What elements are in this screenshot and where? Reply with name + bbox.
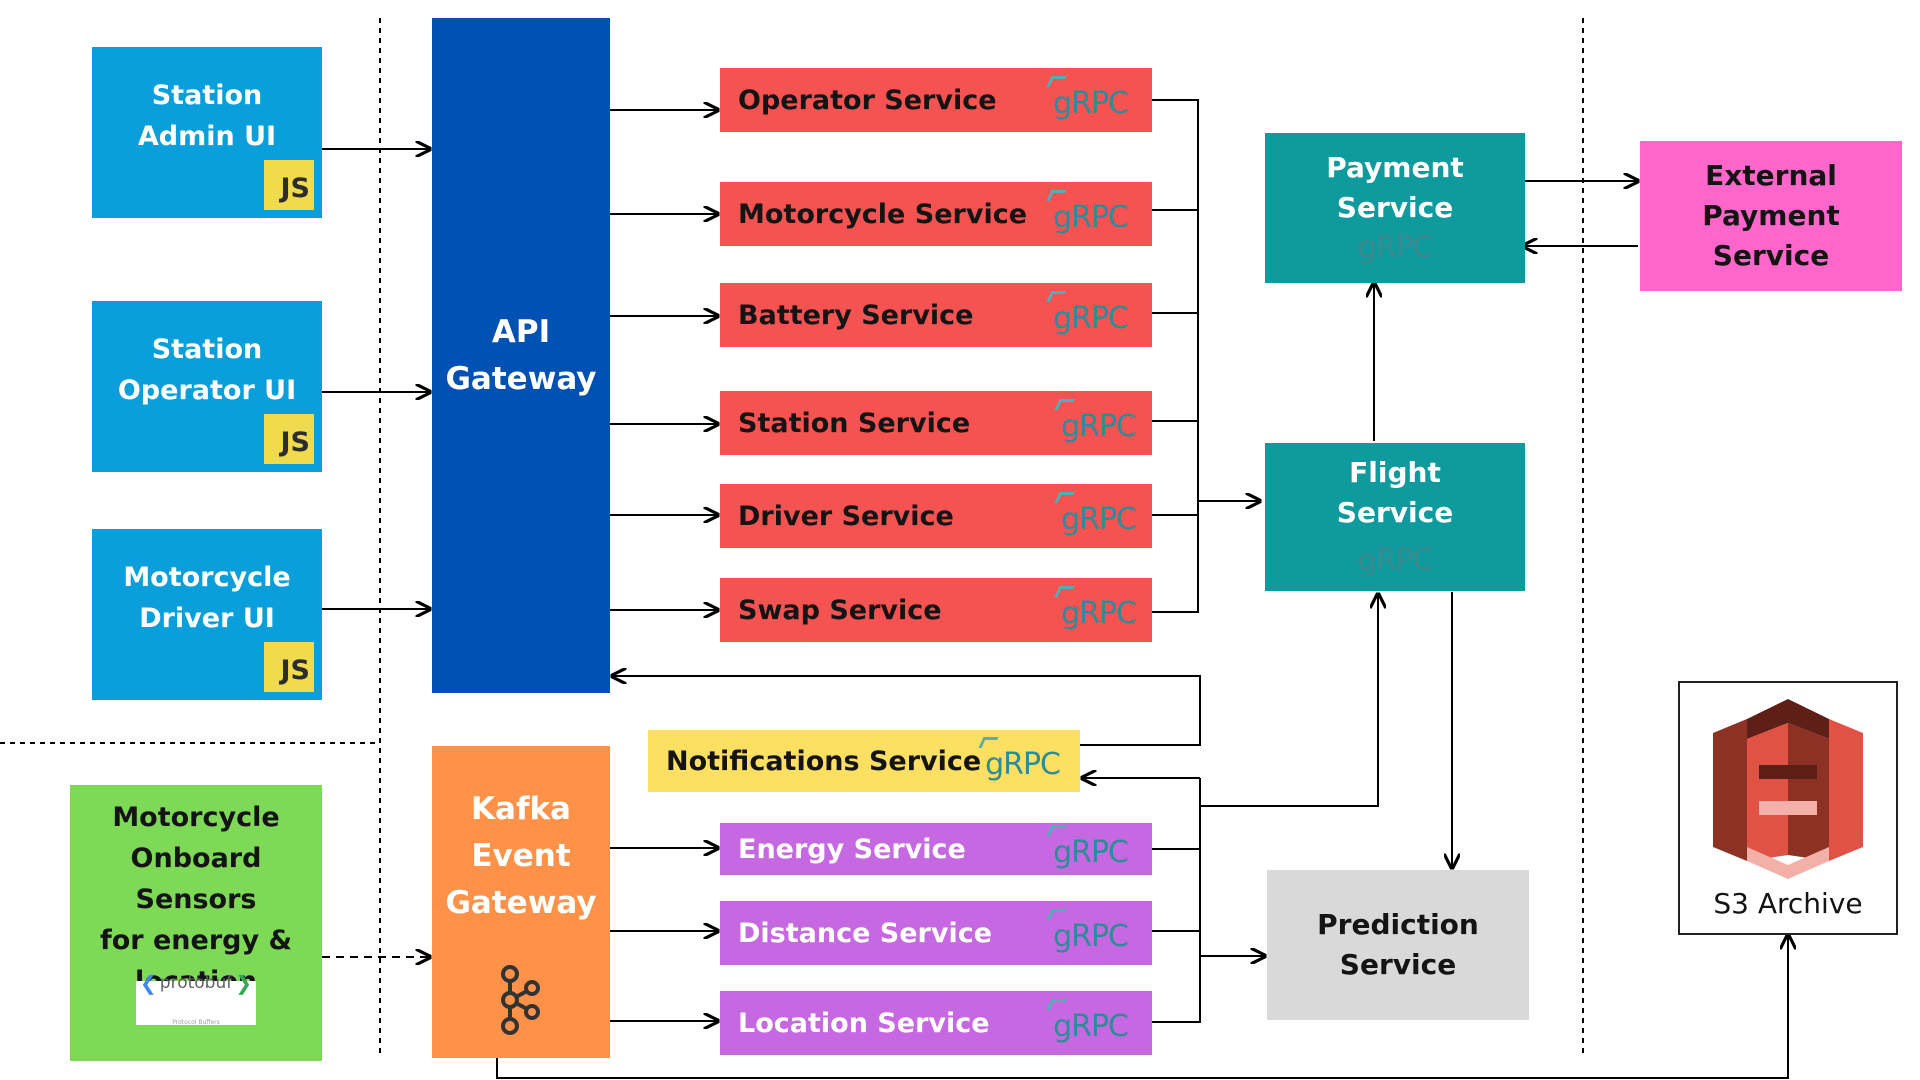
station-service-label: Station Service	[738, 407, 971, 439]
grpc-logo-icon: gRPC	[1053, 919, 1129, 954]
onboard-sensors-line1: Motorcycle	[112, 801, 280, 833]
grpc-logo-icon: gRPC	[1357, 230, 1434, 265]
grpc-logo-icon: gRPC	[1053, 200, 1129, 235]
location-service: Location Service gRPC	[720, 991, 1152, 1055]
driver-service-label: Driver Service	[738, 500, 954, 532]
external-payment-line3: Service	[1712, 239, 1830, 272]
flight-service-line1: Flight	[1349, 456, 1441, 489]
grpc-logo-icon: gRPC	[1053, 301, 1129, 336]
protobuf-logo: ❮ protobuf ❯ Protocol Buffers	[136, 971, 256, 1026]
location-service-label: Location Service	[738, 1007, 990, 1039]
motorcycle-driver-ui: Motorcycle Driver UI JS	[92, 529, 322, 700]
station-service: Station Service gRPC	[720, 391, 1152, 455]
grpc-logo-icon: gRPC	[1061, 409, 1137, 444]
flight-service: Flight Service gRPC	[1265, 443, 1525, 591]
kafka-event-gateway-line2: Event	[471, 838, 571, 874]
api-gateway-line1: API	[491, 313, 551, 350]
flight-service-line2: Service	[1336, 496, 1454, 529]
onboard-sensors: Motorcycle Onboard Sensors for energy & …	[70, 785, 322, 1061]
external-payment-service: External Payment Service	[1640, 141, 1902, 291]
s3-archive-label: S3 Archive	[1713, 887, 1863, 920]
javascript-icon: JS	[264, 160, 314, 210]
operator-service-label: Operator Service	[738, 84, 997, 116]
s3-archive: S3 Archive	[1678, 681, 1898, 935]
motorcycle-service-label: Motorcycle Service	[738, 198, 1028, 230]
operator-service: Operator Service gRPC	[720, 68, 1152, 132]
external-payment-line2: Payment	[1702, 199, 1840, 232]
grpc-logo-icon: gRPC	[1053, 86, 1129, 121]
station-operator-ui-line1: Station	[151, 333, 263, 365]
grpc-logo-icon: gRPC	[1061, 502, 1137, 537]
station-operator-ui: Station Operator UI JS	[92, 301, 322, 472]
motorcycle-service: Motorcycle Service gRPC	[720, 182, 1152, 246]
protobuf-left-chevron-icon: ❮	[140, 971, 157, 995]
station-operator-ui-line2: Operator UI	[117, 374, 297, 406]
energy-service: Energy Service gRPC	[720, 823, 1152, 875]
onboard-sensors-line3: for energy &	[99, 924, 293, 956]
swap-service: Swap Service gRPC	[720, 578, 1152, 642]
grpc-logo-icon: gRPC	[1053, 835, 1129, 870]
s3-bucket-icon	[1713, 699, 1863, 879]
protobuf-logo-subtitle: Protocol Buffers	[172, 1019, 220, 1026]
payment-service-line2: Service	[1336, 191, 1454, 224]
api-gateway-line2: Gateway	[445, 360, 597, 397]
onboard-sensors-line2: Onboard Sensors	[130, 842, 262, 915]
javascript-icon: JS	[264, 414, 314, 464]
grpc-logo-icon: gRPC	[985, 747, 1061, 782]
protobuf-right-chevron-icon: ❯	[235, 971, 252, 995]
payment-service-line1: Payment	[1326, 151, 1464, 184]
station-admin-ui: Station Admin UI JS	[92, 47, 322, 218]
javascript-icon: JS	[264, 642, 314, 692]
external-payment-line1: External	[1705, 159, 1837, 192]
motorcycle-driver-ui-line2: Driver UI	[139, 602, 275, 634]
station-admin-ui-line2: Admin UI	[137, 120, 277, 152]
driver-service: Driver Service gRPC	[720, 484, 1152, 548]
distance-service: Distance Service gRPC	[720, 901, 1152, 965]
prediction-service-line2: Service	[1339, 948, 1457, 981]
edge-services-bus	[1152, 99, 1199, 613]
kafka-icon	[501, 965, 540, 1035]
battery-service-label: Battery Service	[738, 299, 974, 331]
grpc-logo-icon: gRPC	[1053, 1009, 1129, 1044]
api-gateway: API Gateway	[432, 18, 610, 693]
battery-service: Battery Service gRPC	[720, 283, 1152, 347]
prediction-service: Prediction Service	[1267, 870, 1529, 1020]
grpc-logo-icon: gRPC	[1357, 543, 1434, 578]
energy-service-label: Energy Service	[738, 833, 966, 865]
edge-events-bus	[1152, 848, 1201, 1023]
notifications-service-label: Notifications Service	[666, 745, 982, 777]
prediction-service-line1: Prediction	[1317, 908, 1479, 941]
edge-bus-to-flight-up	[1200, 594, 1378, 807]
payment-service: Payment Service gRPC	[1265, 133, 1525, 283]
kafka-event-gateway-line1: Kafka	[471, 791, 571, 827]
grpc-logo-icon: gRPC	[1061, 596, 1137, 631]
kafka-event-gateway-line3: Gateway	[445, 885, 597, 921]
kafka-event-gateway: Kafka Event Gateway	[432, 746, 610, 1058]
swap-service-label: Swap Service	[738, 594, 942, 626]
notifications-service: Notifications Service gRPC	[648, 730, 1080, 792]
motorcycle-driver-ui-line1: Motorcycle	[123, 561, 291, 593]
station-admin-ui-line1: Station	[151, 79, 263, 111]
distance-service-label: Distance Service	[738, 917, 993, 949]
protobuf-logo-text: protobuf	[159, 973, 233, 993]
